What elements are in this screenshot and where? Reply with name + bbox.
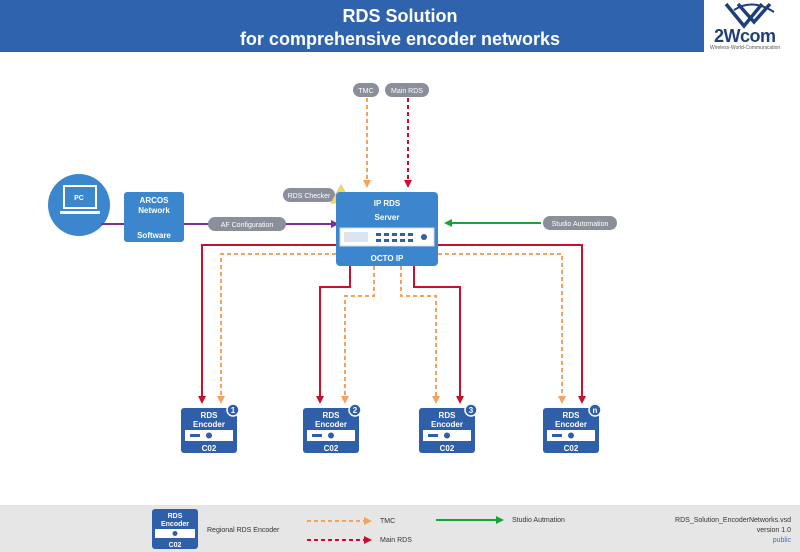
- doc-classification: public: [773, 537, 792, 544]
- studio-automation-label: Studio Automation: [552, 221, 609, 228]
- pc-node: PC: [48, 174, 110, 236]
- encoder-badge-number: 1: [231, 406, 236, 415]
- encoder-badge-number: 2: [353, 406, 358, 415]
- server-rack-icon: [344, 232, 427, 242]
- legend-encoder-line2: Encoder: [161, 521, 189, 528]
- legend-main-rds-label: Main RDS: [380, 537, 412, 544]
- main-rds-distribution: [198, 244, 586, 404]
- ip-rds-server-box: IP RDS Server OCTO IP: [336, 192, 438, 266]
- rds-checker-pill: RDS Checker: [283, 188, 335, 202]
- rds-encoder-1: RDS Encoder C02 1: [181, 403, 240, 453]
- arcos-line1: ARCOS: [140, 196, 170, 205]
- company-logo: 2Wcom Wireless-World-Communication: [704, 0, 800, 52]
- encoder-model: C02: [440, 444, 455, 453]
- encoder-line1: RDS: [323, 411, 341, 420]
- encoder-model: C02: [202, 444, 217, 453]
- tmc-label: TMC: [358, 88, 373, 95]
- arcos-network-software-box: ARCOS Network Software: [124, 192, 184, 242]
- tmc-pill: TMC: [353, 83, 379, 97]
- main-rds-label: Main RDS: [391, 88, 423, 95]
- legend-footer: [0, 505, 800, 552]
- arcos-line2: Network: [138, 206, 170, 215]
- encoder-line2: Encoder: [193, 420, 225, 429]
- legend-encoder-icon: RDS Encoder C02: [152, 509, 198, 549]
- logo-mark-icon: [724, 2, 775, 29]
- pc-label: PC: [74, 195, 84, 202]
- rds-encoder-n: RDS Encoder C02 n: [543, 403, 602, 453]
- rds-encoder-3: RDS Encoder C02 3: [419, 403, 478, 453]
- doc-version: version 1.0: [757, 527, 791, 534]
- legend-encoder-model: C02: [169, 542, 182, 549]
- encoder-badge: [588, 403, 602, 417]
- server-line1: IP RDS: [374, 199, 401, 208]
- legend-studio-label: Studio Autmation: [512, 517, 565, 524]
- header-bar: RDS Solution for comprehensive encoder n…: [0, 0, 800, 52]
- doc-filename: RDS_Solution_EncoderNetworks.vsd: [675, 517, 791, 524]
- encoder-badge-number: n: [593, 406, 598, 415]
- logo-tagline: Wireless-World-Communication: [710, 45, 781, 51]
- title-line-2: for comprehensive encoder networks: [239, 29, 561, 49]
- encoder-line2: Encoder: [431, 420, 463, 429]
- encoder-line2: Encoder: [555, 420, 587, 429]
- encoder-line1: RDS: [563, 411, 581, 420]
- server-line2: Server: [375, 213, 400, 222]
- encoder-line2: Encoder: [315, 420, 347, 429]
- encoder-badge: [226, 403, 240, 417]
- encoder-badge-number: 3: [469, 406, 474, 415]
- main-rds-pill: Main RDS: [385, 83, 429, 97]
- tmc-distribution: [217, 253, 566, 404]
- encoder-line1: RDS: [439, 411, 457, 420]
- rds-encoder-2: RDS Encoder C02 2: [303, 403, 362, 453]
- rds-checker-label: RDS Checker: [288, 193, 331, 200]
- encoder-model: C02: [324, 444, 339, 453]
- encoder-line1: RDS: [201, 411, 219, 420]
- legend-tmc-label: TMC: [380, 518, 395, 525]
- af-configuration-label: AF Configuration: [221, 222, 274, 229]
- encoder-model: C02: [564, 444, 579, 453]
- title-line-1: RDS Solution: [342, 6, 458, 26]
- server-line3: OCTO IP: [371, 254, 404, 263]
- studio-automation-pill: Studio Automation: [543, 216, 617, 230]
- encoder-badge: [464, 403, 478, 417]
- arcos-line3: Software: [137, 231, 171, 240]
- af-configuration-pill: AF Configuration: [208, 217, 286, 231]
- legend-regional-label: Regional RDS Encoder: [207, 527, 280, 534]
- legend-encoder-line1: RDS: [168, 513, 183, 520]
- encoder-badge: [348, 403, 362, 417]
- logo-brand: 2Wcom: [714, 26, 776, 46]
